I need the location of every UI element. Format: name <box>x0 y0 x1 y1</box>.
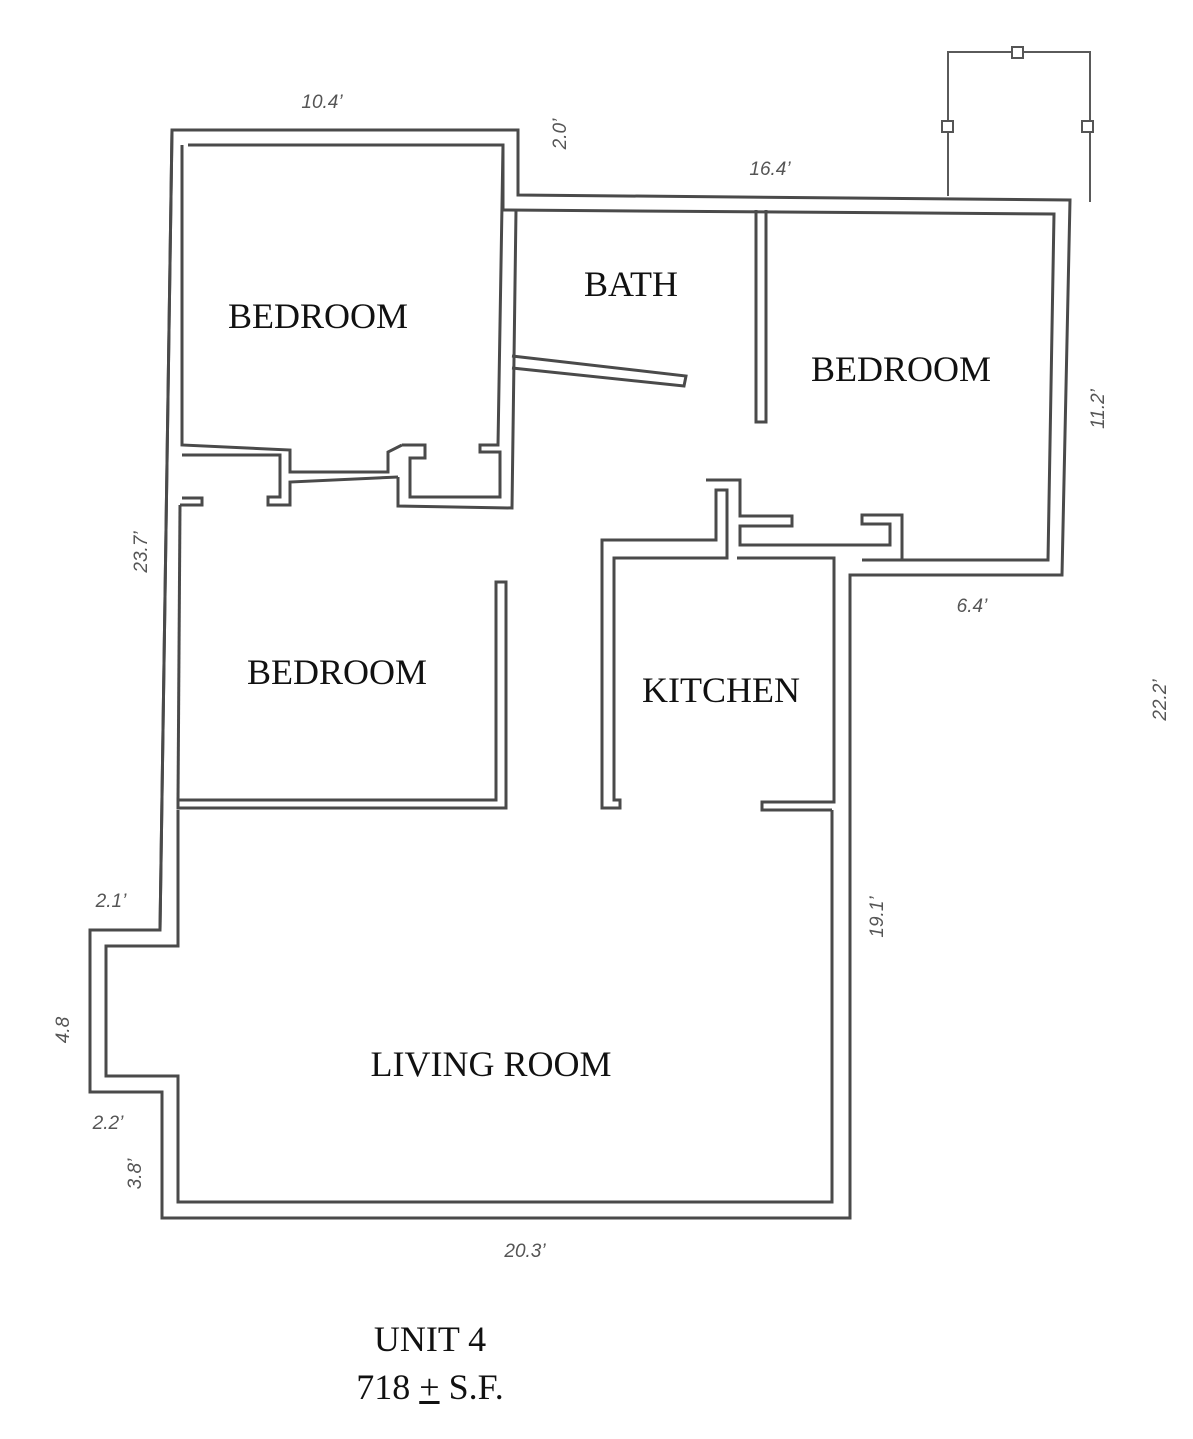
outer-wall-outer-line <box>88 128 1072 1220</box>
dim-bottom: 20.3’ <box>503 1241 546 1262</box>
bedroom-1-bottom-wall <box>180 145 403 474</box>
deck-post <box>1081 120 1094 133</box>
dim-right-lower: 19.1’ <box>867 896 888 938</box>
kitchen-top-stub <box>706 478 904 560</box>
bath-angled-wall <box>511 354 688 388</box>
walls <box>88 128 1072 1220</box>
dimension-labels: 10.4’ 2.0’ 16.4’ 11.2’ 6.4’ 22.2’ 23.7’ … <box>53 92 1171 1262</box>
room-label-bedroom-1: BEDROOM <box>228 296 408 336</box>
kitchen-left-wall <box>600 488 729 810</box>
left-wall-inner <box>176 504 182 801</box>
bedroom-3-top-closet <box>180 496 204 507</box>
deck-post <box>1011 46 1024 59</box>
bedroom-1-inner-wall <box>396 209 518 510</box>
area-number: 718 <box>356 1367 411 1407</box>
dim-bump-side: 4.8 <box>53 1016 74 1043</box>
unit-caption: UNIT 4 <box>373 1319 487 1359</box>
dim-right-notch: 6.4’ <box>957 596 988 617</box>
dim-top-left: 10.4’ <box>301 92 343 113</box>
area-unit: S.F. <box>448 1367 504 1407</box>
dim-bump-top: 2.1’ <box>95 891 127 912</box>
room-label-bath: BATH <box>584 264 678 304</box>
dim-right-upper: 11.2’ <box>1088 388 1109 429</box>
bedroom-1-right-wall <box>402 144 505 499</box>
bedroom-3-top-wall <box>182 453 399 507</box>
dim-bump-bottom: 2.2’ <box>92 1113 124 1134</box>
room-label-kitchen: KITCHEN <box>642 670 800 710</box>
deck-outline <box>941 46 1094 202</box>
deck-post <box>941 120 954 133</box>
living-outer-inner-line <box>104 810 834 1204</box>
kitchen-right-wall <box>737 556 836 812</box>
dim-top-right: 16.4’ <box>749 159 791 180</box>
outer-wall-inner-line <box>188 143 1056 562</box>
area-caption: 718 + S.F. <box>0 1366 860 1408</box>
left-wall-outer-upper <box>158 129 174 931</box>
area-plus-minus: + <box>419 1367 440 1407</box>
bedroom-3-right-wall <box>176 580 508 810</box>
room-label-bedroom-3: BEDROOM <box>247 652 427 692</box>
dim-right-total: 22.2’ <box>1150 679 1171 722</box>
room-label-living-room: LIVING ROOM <box>371 1044 612 1084</box>
room-label-bedroom-2: BEDROOM <box>811 349 991 389</box>
dim-step: 2.0’ <box>550 118 571 150</box>
bath-bedroom-2-partition <box>754 210 768 424</box>
dim-left-upper: 23.7’ <box>131 531 152 574</box>
room-labels: BEDROOM BATH BEDROOM BEDROOM KITCHEN LIV… <box>228 264 991 1084</box>
dim-left-lower: 3.8’ <box>125 1158 146 1189</box>
